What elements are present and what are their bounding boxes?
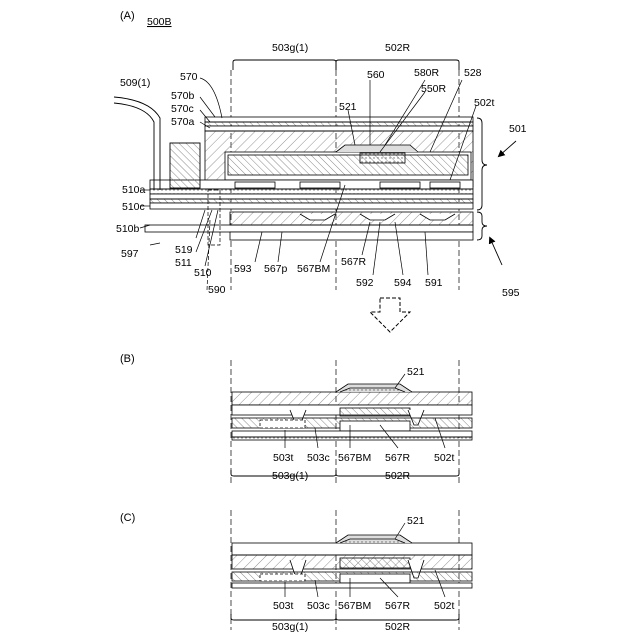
label-593: 593 <box>234 263 252 275</box>
label-550R: 550R <box>421 83 447 95</box>
label-592: 592 <box>356 277 374 289</box>
arrow-595 <box>490 238 502 265</box>
label-519: 519 <box>175 244 193 256</box>
label-503t-c: 503t <box>273 600 294 612</box>
label-580R: 580R <box>414 67 440 79</box>
label-570c: 570c <box>171 103 194 115</box>
label-511: 511 <box>175 257 192 269</box>
label-590: 590 <box>208 284 226 296</box>
panel-b-tag: (B) <box>120 353 135 365</box>
label-591: 591 <box>425 277 443 289</box>
region-502R-label-b: 502R <box>385 470 411 482</box>
label-502t-c: 502t <box>434 600 455 612</box>
label-503c-b: 503c <box>307 452 330 464</box>
label-570b: 570b <box>171 90 195 102</box>
figure-title: 500B <box>147 16 172 28</box>
label-567R: 567R <box>341 256 367 268</box>
top-substrate-570 <box>205 117 473 131</box>
region-502R-label-c: 502R <box>385 621 411 633</box>
label-510b: 510b <box>116 223 140 235</box>
label-502t: 502t <box>474 97 495 109</box>
down-arrow <box>370 298 410 332</box>
arrow-501 <box>499 141 516 156</box>
label-503t-b: 503t <box>273 452 294 464</box>
label-509: 509(1) <box>120 77 150 89</box>
label-510a: 510a <box>122 184 146 196</box>
region-503g-label-b: 503g(1) <box>272 470 308 482</box>
label-521-b: 521 <box>407 366 425 378</box>
region-503g-label-a: 503g(1) <box>272 42 308 54</box>
panel-a-tag: (A) <box>120 10 135 22</box>
label-521-c: 521 <box>407 515 425 527</box>
label-567BM-c: 567BM <box>338 600 371 612</box>
label-528: 528 <box>464 67 482 79</box>
label-501: 501 <box>509 123 527 135</box>
stack-b <box>232 384 472 440</box>
label-570a: 570a <box>171 116 195 128</box>
label-510c: 510c <box>122 201 145 213</box>
label-503c-c: 503c <box>307 600 330 612</box>
lower-substrates <box>150 194 473 209</box>
region-502R-label-a: 502R <box>385 42 411 54</box>
region-503g-label-c: 503g(1) <box>272 621 308 633</box>
label-521-a: 521 <box>339 101 357 113</box>
right-braces <box>477 118 487 240</box>
label-597: 597 <box>121 248 139 260</box>
stack-c <box>232 535 472 588</box>
panel-b: (B) 521 503t <box>120 353 472 485</box>
panel-a: (A) 500B 503g(1) 502R <box>114 10 527 299</box>
label-567BM: 567BM <box>297 263 330 275</box>
label-594: 594 <box>394 277 412 289</box>
panel-c: (C) 521 503t 503c <box>120 510 472 633</box>
label-570: 570 <box>180 71 198 83</box>
label-567BM-b: 567BM <box>338 452 371 464</box>
bottom-panel-595 <box>145 212 473 240</box>
label-510: 510 <box>194 267 212 279</box>
label-567p: 567p <box>264 263 288 275</box>
panel-c-tag: (C) <box>120 512 135 524</box>
label-560: 560 <box>367 69 385 81</box>
label-595: 595 <box>502 287 520 299</box>
label-502t-b: 502t <box>434 452 455 464</box>
label-567R-c: 567R <box>385 600 411 612</box>
label-567R-b: 567R <box>385 452 411 464</box>
